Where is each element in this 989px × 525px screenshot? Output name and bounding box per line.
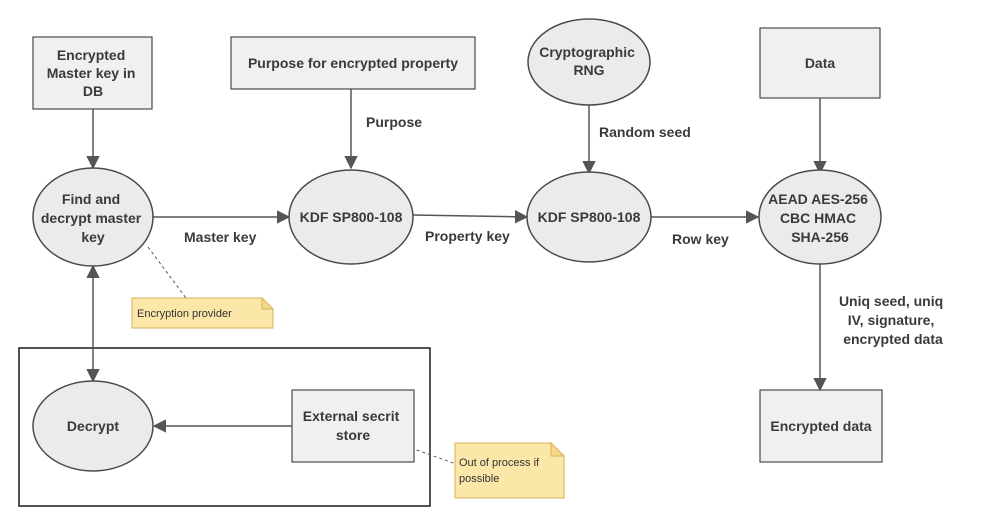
node-encrypted-master-key bbox=[32, 36, 153, 110]
label-line: decrypt master bbox=[41, 210, 142, 226]
label-line: Uniq seed, uniq bbox=[839, 293, 943, 309]
label-line: encrypted data bbox=[843, 331, 943, 347]
note-connector-outofprocess bbox=[410, 447, 457, 465]
label-encrypted-data: Encrypted data bbox=[770, 418, 871, 434]
note-text-encryption-provider: Encryption provider bbox=[137, 308, 232, 320]
label-line: CBC HMAC bbox=[780, 210, 856, 226]
node-kdf1 bbox=[288, 169, 414, 265]
label-rng: Cryptographic RNG bbox=[539, 44, 639, 78]
label-line: Encrypted bbox=[57, 47, 125, 63]
label-line: Row key bbox=[672, 231, 729, 247]
label-line: Data bbox=[805, 55, 836, 71]
note-out-of-process bbox=[454, 441, 566, 499]
label-line: possible bbox=[459, 473, 499, 485]
node-rng bbox=[527, 18, 651, 106]
label-line: KDF SP800-108 bbox=[538, 209, 641, 225]
label-external-store: External secrit store bbox=[303, 408, 403, 443]
edge-label-master-key: Master key bbox=[184, 229, 257, 245]
edge-label-random-seed: Random seed bbox=[599, 124, 691, 140]
edge-label-row-key: Row key bbox=[672, 231, 729, 247]
label-line: Encrypted data bbox=[770, 418, 871, 434]
label-line: key bbox=[81, 229, 105, 245]
label-line: Decrypt bbox=[67, 418, 119, 434]
label-line: SHA-256 bbox=[791, 229, 849, 245]
label-line: External secrit bbox=[303, 408, 400, 424]
label-line: Encryption provider bbox=[137, 308, 232, 320]
label-line: Random seed bbox=[599, 124, 691, 140]
edge-label-purpose: Purpose bbox=[366, 114, 422, 130]
label-line: Master key in bbox=[47, 65, 136, 81]
note-connector-provider bbox=[147, 246, 187, 299]
node-kdf2 bbox=[526, 171, 652, 263]
node-encrypted-data bbox=[759, 389, 883, 463]
label-encrypted-master-key: Encrypted Master key in DB bbox=[47, 47, 140, 99]
note-encryption-provider bbox=[131, 296, 275, 329]
label-line: Find and bbox=[62, 191, 120, 207]
label-line: Cryptographic bbox=[539, 44, 635, 60]
label-decrypt: Decrypt bbox=[67, 418, 119, 434]
label-kdf2: KDF SP800-108 bbox=[538, 209, 641, 225]
node-external-store bbox=[291, 389, 415, 463]
label-line: KDF SP800-108 bbox=[300, 209, 403, 225]
label-line: store bbox=[336, 427, 370, 443]
label-find-decrypt: Find and decrypt master key bbox=[41, 191, 145, 245]
label-line: IV, signature, bbox=[848, 312, 935, 328]
label-line: RNG bbox=[573, 62, 604, 78]
edge-label-output: Uniq seed, uniq IV, signature, encrypted… bbox=[839, 293, 947, 347]
label-line: Property key bbox=[425, 228, 510, 244]
label-line: Purpose bbox=[366, 114, 422, 130]
node-find-decrypt bbox=[32, 167, 154, 267]
node-decrypt bbox=[32, 380, 154, 472]
label-line: Master key bbox=[184, 229, 257, 245]
label-aead: AEAD AES-256 CBC HMAC SHA-256 bbox=[768, 191, 872, 245]
edge-kdf1-to-kdf2 bbox=[411, 210, 529, 224]
label-line: AEAD AES-256 bbox=[768, 191, 868, 207]
edge-label-property-key: Property key bbox=[425, 228, 510, 244]
node-purpose bbox=[230, 36, 476, 90]
node-aead bbox=[758, 169, 882, 265]
label-line: Out of process if bbox=[459, 457, 540, 469]
label-kdf1: KDF SP800-108 bbox=[300, 209, 403, 225]
label-purpose: Purpose for encrypted property bbox=[248, 55, 458, 71]
label-data: Data bbox=[805, 55, 836, 71]
node-data bbox=[759, 27, 881, 99]
label-line: DB bbox=[83, 83, 103, 99]
note-text-out-of-process: Out of process if possible bbox=[459, 457, 542, 485]
label-line: Purpose for encrypted property bbox=[248, 55, 458, 71]
